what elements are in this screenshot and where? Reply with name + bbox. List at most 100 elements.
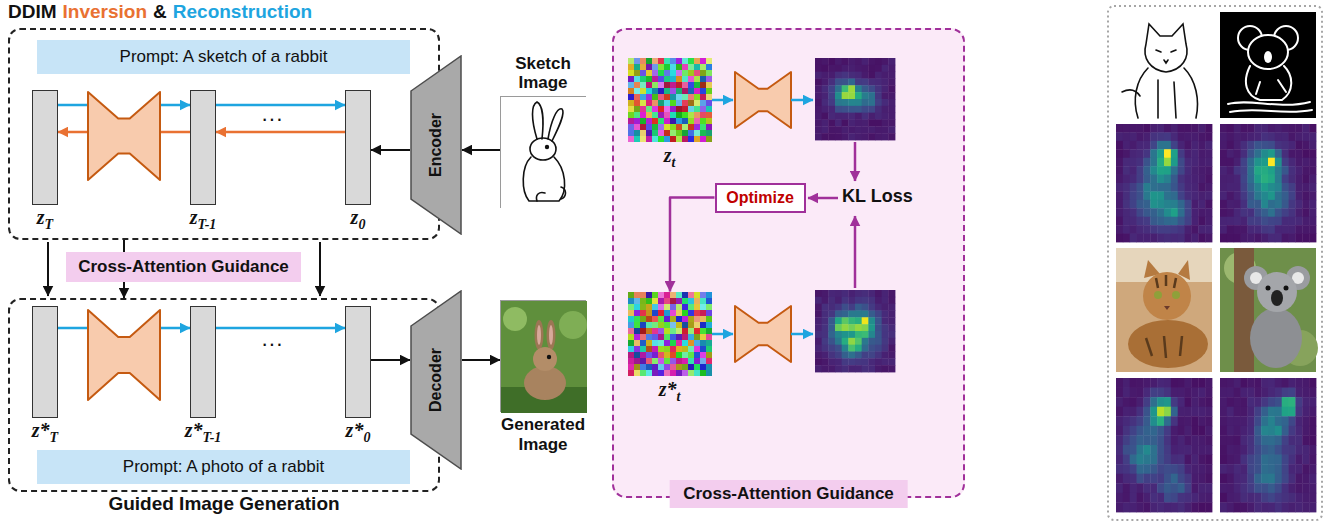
text-holder: Cross-Attention Guidance [66, 252, 301, 282]
attention-cell [1261, 493, 1268, 503]
attention-cell [1220, 455, 1227, 465]
attention-cell [1157, 124, 1164, 133]
attention-cell [822, 338, 829, 345]
noise-cell [634, 100, 640, 106]
attention-cell [875, 79, 882, 86]
noise-cell [706, 82, 712, 88]
attention-cell [1130, 200, 1137, 209]
noise-cell [634, 352, 640, 358]
attention-cell [1234, 149, 1241, 158]
attention-cell [1254, 474, 1261, 484]
attention-cell [1198, 502, 1205, 512]
attention-cell [842, 345, 849, 352]
attention-cell [888, 113, 895, 120]
attention-cell [1130, 474, 1137, 484]
attention-cell [1198, 407, 1205, 417]
attention-cell [1309, 141, 1316, 150]
attention-cell [1268, 407, 1275, 417]
noise-cell [694, 328, 700, 334]
attention-cell [1234, 217, 1241, 226]
attention-cell [1241, 234, 1248, 243]
attention-cell [855, 304, 862, 311]
noise-cell [646, 346, 652, 352]
noise-cell [640, 136, 646, 142]
noise-cell [634, 64, 640, 70]
attention-cell [1198, 149, 1205, 158]
noise-cell [628, 106, 634, 112]
text-holder: z*T-1 [185, 418, 222, 450]
attention-cell [1302, 191, 1309, 200]
noise-cell [670, 94, 676, 100]
trapezoid-shape [411, 291, 461, 469]
attention-cell [882, 317, 889, 324]
noise-cell [670, 106, 676, 112]
text-holder: Sketch Image [493, 54, 593, 93]
attention-cell [1205, 225, 1212, 234]
noise-cell [652, 88, 658, 94]
noise-cell [646, 82, 652, 88]
attention-cell [875, 311, 882, 318]
noise-cell [652, 124, 658, 130]
attention-cell [1275, 208, 1282, 217]
attention-cell [1143, 183, 1150, 192]
noise-cell [628, 292, 634, 298]
attention-cell [842, 85, 849, 92]
attention-cell [1150, 217, 1157, 226]
attention-cell [1178, 183, 1185, 192]
attention-cell [1309, 234, 1316, 243]
attention-cell [822, 58, 829, 65]
attention-cell [1282, 183, 1289, 192]
attention-cell [1268, 416, 1275, 426]
sketch-stroke [1156, 50, 1161, 52]
attention-cell [1220, 208, 1227, 217]
node-text: t [676, 389, 680, 404]
attention-cell [1116, 124, 1123, 133]
attention-cell [1247, 191, 1254, 200]
attention-cell [1198, 483, 1205, 493]
attention-cell [1171, 435, 1178, 445]
sketch-stroke [1230, 110, 1312, 112]
attention-cell [1123, 149, 1130, 158]
attention-cell [882, 324, 889, 331]
attention-cell [882, 79, 889, 86]
attention-cell [855, 79, 862, 86]
attention-cell [1178, 132, 1185, 141]
attention-cell [1268, 455, 1275, 465]
noise-cell [670, 316, 676, 322]
attention-cell [1241, 191, 1248, 200]
attention-cell [1282, 388, 1289, 398]
attention-cell [1254, 132, 1261, 141]
noise-cell [634, 88, 640, 94]
attention-cell [815, 92, 822, 99]
attention-cell [1171, 416, 1178, 426]
attention-cell [882, 85, 889, 92]
attention-cell [1123, 474, 1130, 484]
attention-cell [1295, 416, 1302, 426]
noise-cell [640, 334, 646, 340]
attention-cell [815, 358, 822, 365]
attention-cell [1220, 388, 1227, 398]
connector-arrow [371, 149, 410, 151]
attention-cell [1254, 234, 1261, 243]
attention-cell [1185, 183, 1192, 192]
noise-cell [658, 316, 664, 322]
noise-cell [706, 364, 712, 370]
attention-cell [855, 331, 862, 338]
attention-cell [1247, 158, 1254, 167]
attention-cell [828, 106, 835, 113]
attention-cell [862, 297, 869, 304]
attention-cell [1220, 234, 1227, 243]
attention-cell [1205, 158, 1212, 167]
attention-cell [1143, 200, 1150, 209]
noise-cell [628, 82, 634, 88]
noise-cell [658, 370, 664, 376]
attention-cell [1295, 183, 1302, 192]
attention-cell [855, 85, 862, 92]
attention-cell [815, 345, 822, 352]
attention-cell [875, 120, 882, 127]
latent-bar: zT-1 [190, 90, 216, 205]
attention-cell [1137, 493, 1144, 503]
noise-cell [634, 298, 640, 304]
attention-cell [835, 99, 842, 106]
attention-cell [1130, 158, 1137, 167]
